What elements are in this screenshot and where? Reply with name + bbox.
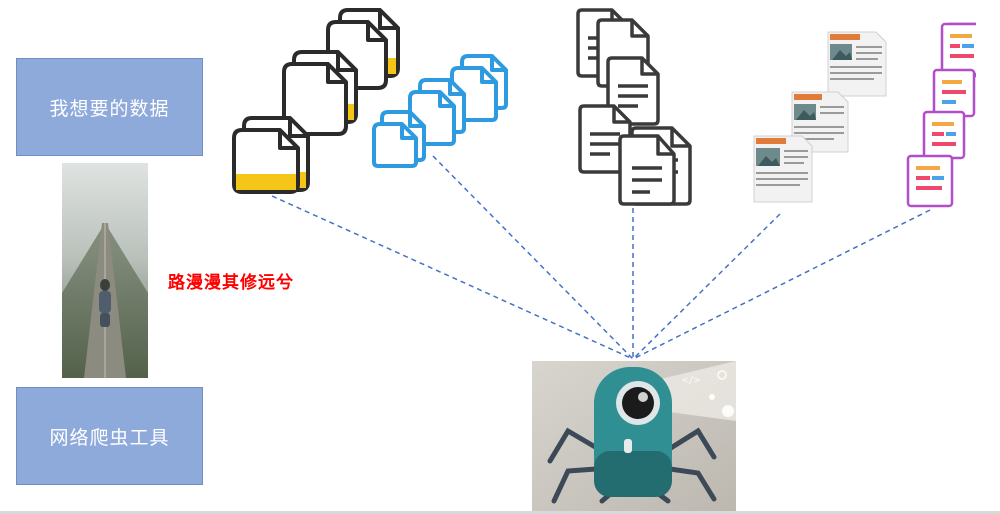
want-data-box: 我想要的数据 — [16, 58, 203, 156]
road-caption: 路漫漫其修远兮 — [168, 273, 294, 293]
connector-line-blue-files — [432, 155, 634, 360]
connector-line-yellow-files — [271, 195, 634, 360]
svg-text:</>: </> — [682, 375, 700, 386]
foggy-road-photo — [62, 163, 148, 378]
blue-file-stack-icon — [372, 54, 508, 168]
want-data-label: 我想要的数据 — [49, 97, 170, 120]
connector-line-cards — [632, 209, 931, 360]
colored-card-stack-icon — [906, 22, 976, 208]
document-stack-icon — [576, 8, 692, 206]
connector-line-web-pages — [632, 213, 781, 360]
crawler-tool-box: 网络爬虫工具 — [16, 387, 203, 485]
slide-bottom-edge — [0, 511, 1000, 514]
crawler-robot-icon: </> — [532, 361, 736, 511]
web-article-icon — [753, 31, 887, 203]
crawler-tool-label: 网络爬虫工具 — [49, 426, 170, 449]
yellow-file-stack-icon — [232, 8, 400, 194]
